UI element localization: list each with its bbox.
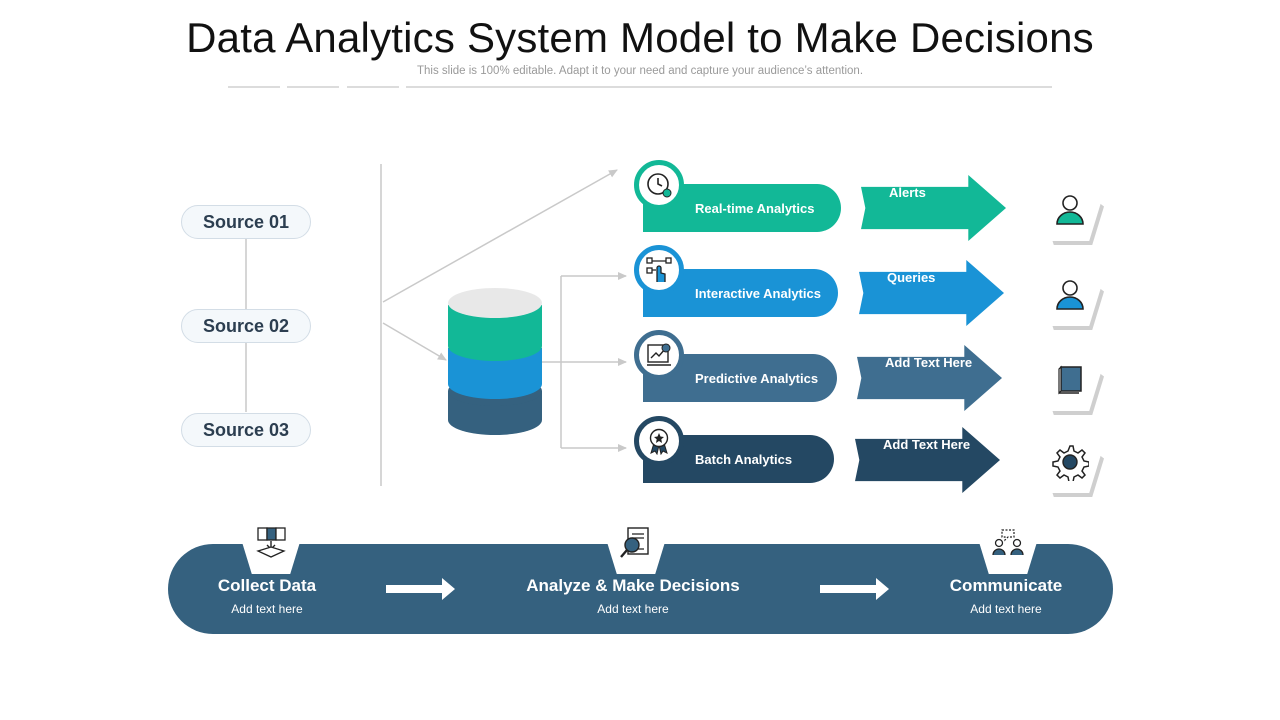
- hand-touch-network-icon: [634, 245, 684, 295]
- stage-collect-sub: Add text here: [231, 602, 303, 616]
- page-title: Data Analytics System Model to Make Deci…: [186, 14, 1094, 61]
- chart-board-icon: [634, 330, 684, 380]
- arrow-to-realtime: [382, 169, 618, 303]
- stage-analyze-sub: Add text here: [597, 602, 669, 616]
- page-subtitle: This slide is 100% editable. Adapt it to…: [416, 65, 864, 77]
- user-blue-pentagon: [1039, 264, 1104, 330]
- arrow-to-database: [382, 322, 447, 361]
- source-02: Source 02: [181, 309, 311, 343]
- analyze-pentagon: [605, 512, 667, 574]
- user-teal-pentagon: [1039, 179, 1104, 245]
- gear-pentagon: [1039, 431, 1104, 497]
- stage-analyze-title: Analyze & Make Decisions: [526, 576, 740, 595]
- people-chat-icon: [992, 529, 1024, 556]
- batch-output-label: Add Text Here: [883, 437, 971, 452]
- collect-data-pentagon: [240, 512, 302, 574]
- user-icon: [1056, 280, 1084, 310]
- queries-arrow-label: Queries: [887, 270, 936, 285]
- document-search-icon: [620, 527, 649, 558]
- predictive-output-label: Add Text Here: [885, 355, 973, 370]
- title-divider: [406, 86, 1052, 88]
- gear-icon: [1052, 445, 1089, 481]
- collect-documents-icon: [256, 527, 286, 558]
- title-divider: [287, 86, 339, 88]
- source-01: Source 01: [181, 205, 311, 239]
- award-badge-icon: [634, 416, 684, 466]
- title-divider: [347, 86, 399, 88]
- stage-collect-title: Collect Data: [217, 576, 317, 595]
- title-divider: [228, 86, 280, 88]
- communicate-pentagon: [977, 512, 1039, 574]
- stage-communicate-title: Communicate: [949, 576, 1063, 595]
- database-cylinder-icon: [448, 288, 542, 435]
- clock-gear-icon: [634, 160, 684, 210]
- source-03: Source 03: [181, 413, 311, 447]
- stage-communicate-sub: Add text here: [970, 602, 1042, 616]
- band-arrow-right-icon: [386, 578, 455, 600]
- user-icon: [1056, 195, 1084, 225]
- book-icon: [1058, 365, 1082, 395]
- band-arrow-right-icon: [820, 578, 889, 600]
- book-pentagon: [1039, 349, 1104, 415]
- alerts-arrow-label: Alerts: [889, 185, 926, 200]
